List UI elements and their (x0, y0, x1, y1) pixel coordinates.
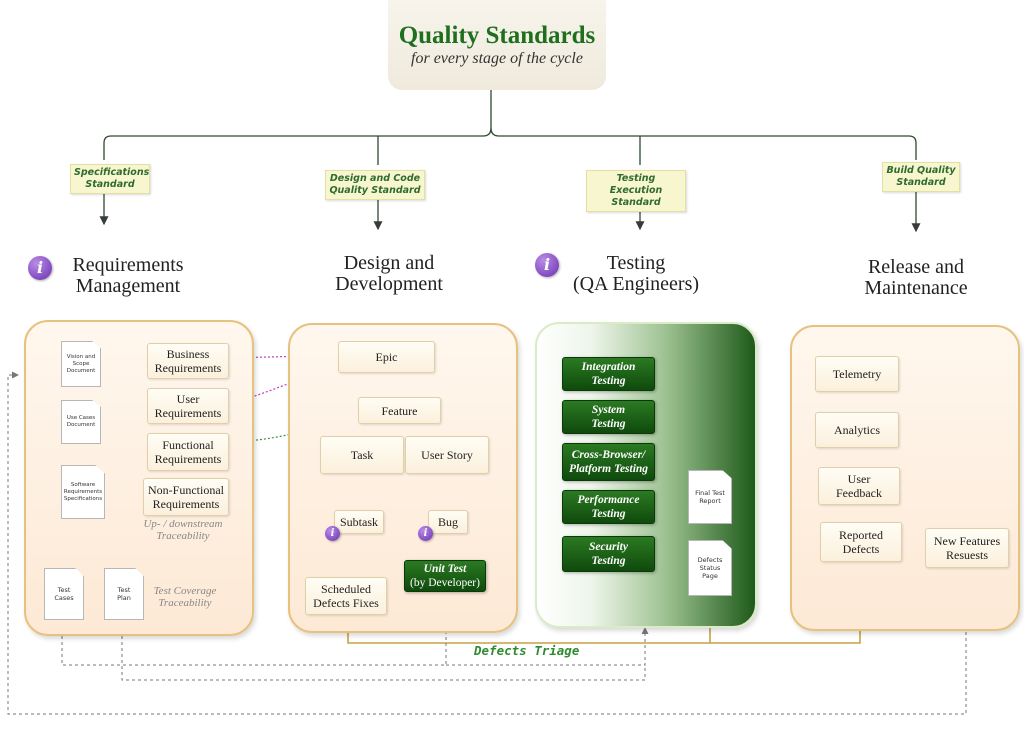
analytics-card[interactable]: Analytics (815, 412, 899, 448)
subtask-card[interactable]: Subtask (334, 510, 384, 534)
page-title: Quality Standards (398, 22, 596, 49)
info-icon[interactable]: i (28, 256, 52, 280)
defects-triage-label: Defects Triage (474, 643, 580, 658)
user-story-card[interactable]: User Story (405, 436, 489, 474)
epic-card[interactable]: Epic (338, 341, 435, 373)
task-card[interactable]: Task (320, 436, 404, 474)
quality-standards-header: Quality Standards for every stage of the… (388, 0, 606, 90)
stage-title-testing: Testing(QA Engineers) (572, 252, 700, 295)
info-icon[interactable]: i (418, 526, 433, 541)
page-subtitle: for every stage of the cycle (411, 50, 583, 67)
bug-card[interactable]: Bug (428, 510, 468, 534)
info-icon[interactable]: i (535, 253, 559, 277)
feature-card[interactable]: Feature (358, 397, 441, 424)
info-icon[interactable]: i (325, 526, 340, 541)
unit-test-card[interactable]: Unit Test(by Developer) (404, 560, 486, 592)
cross-browser-platform-testing-card[interactable]: Cross-Browser/Platform Testing (562, 443, 655, 481)
telemetry-card[interactable]: Telemetry (815, 356, 899, 392)
